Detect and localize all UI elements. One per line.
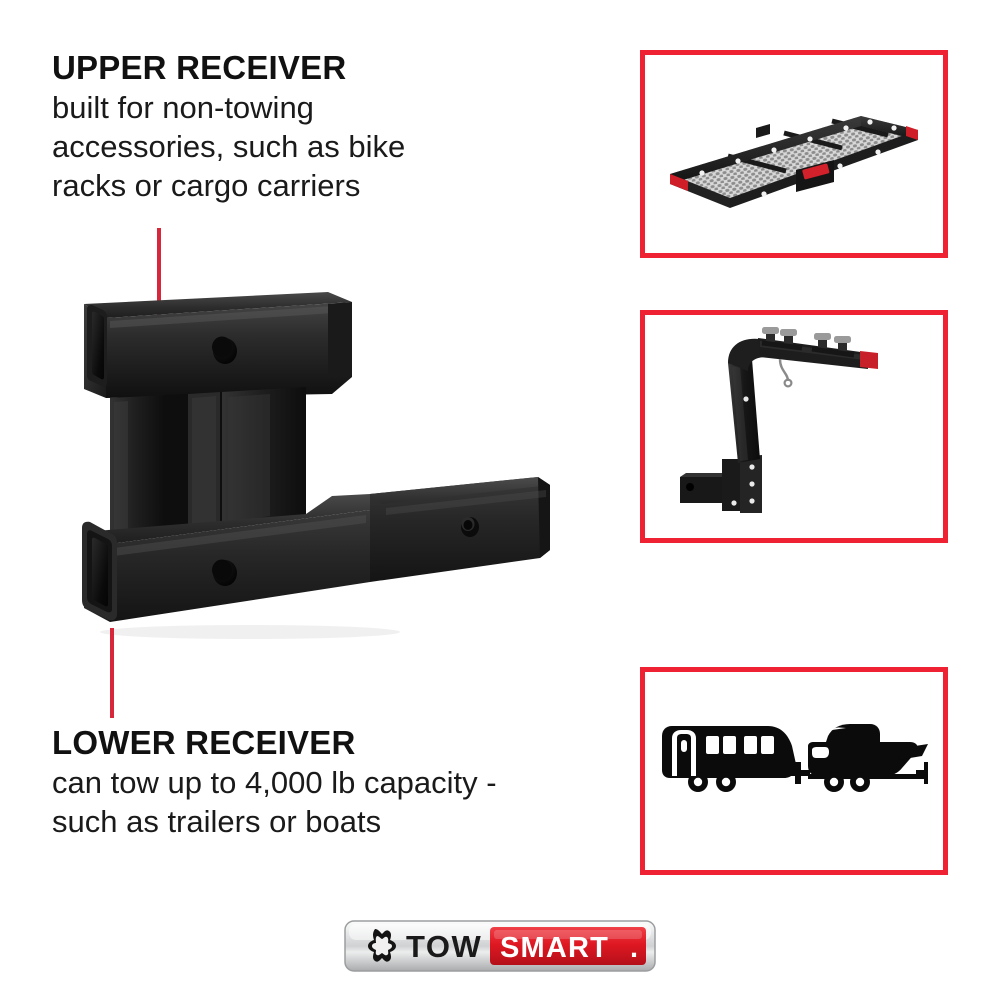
upper-receiver-body-line-2: accessories, such as bike [52, 129, 406, 164]
upper-receiver-title: UPPER RECEIVER [52, 49, 347, 86]
towsmart-quatrefoil-icon [368, 929, 396, 962]
hitch-connecting-posts [110, 387, 306, 540]
hitch-shank [370, 477, 550, 582]
lower-receiver-pointer-line [110, 628, 114, 718]
logo-word-smart: SMART [500, 932, 609, 964]
lower-receiver-callout: LOWER RECEIVER can tow up to 4,000 lb ca… [52, 723, 497, 841]
lower-receiver-title: LOWER RECEIVER [52, 724, 356, 761]
panel-towing-icons [640, 667, 948, 875]
upper-receiver-tube [84, 292, 352, 398]
lower-receiver-body: can tow up to 4,000 lb capacity - such a… [52, 763, 497, 841]
panel-cargo-carrier [640, 50, 948, 258]
upper-receiver-body: built for non-towing accessories, such a… [52, 88, 405, 205]
logo-word-tow: TOW [406, 929, 482, 964]
upper-receiver-body-line-3: racks or cargo carriers [52, 168, 361, 203]
dual-receiver-hitch-adapter-image [70, 282, 550, 654]
cargo-carrier-icon [645, 55, 943, 253]
upper-receiver-pointer-line [157, 228, 161, 326]
lower-receiver-body-line-1: can tow up to 4,000 lb capacity - [52, 765, 497, 800]
towsmart-logo: TOW SMART . [344, 920, 656, 972]
lower-receiver-tube [82, 494, 370, 622]
trailer-and-boat-icons [645, 672, 943, 870]
logo-period: . [630, 932, 638, 964]
lower-receiver-body-line-2: such as trailers or boats [52, 804, 382, 839]
boat-on-trailer-icon [808, 724, 928, 792]
bike-rack-icon [645, 315, 943, 538]
panel-bike-rack [640, 310, 948, 543]
upper-receiver-body-line-1: built for non-towing [52, 90, 314, 125]
upper-receiver-callout: UPPER RECEIVER built for non-towing acce… [52, 48, 405, 205]
